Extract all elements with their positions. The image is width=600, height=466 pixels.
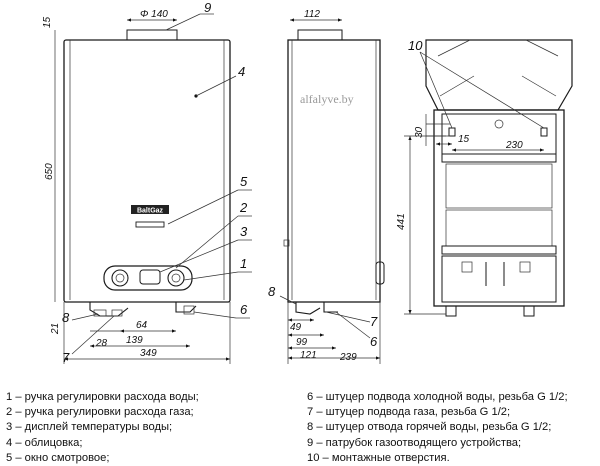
dim-front-width: 349 <box>140 348 157 359</box>
flue-pipe <box>126 29 178 41</box>
rear-view: 30 15 230 441 10 <box>396 38 573 317</box>
dim-side-depth: 239 <box>339 352 357 363</box>
callout-9: 9 <box>204 0 211 15</box>
dim-front-28: 28 <box>95 338 108 349</box>
side-callout-6: 6 <box>370 334 378 349</box>
legend-item-9: 9 – патрубок газоотводящего устройства; <box>307 436 522 449</box>
dim-front-139: 139 <box>126 335 143 346</box>
rear-top-frame <box>425 39 573 111</box>
brand-logo <box>131 205 169 214</box>
dim-rear-15: 15 <box>458 134 470 145</box>
callout-5: 5 <box>240 174 248 189</box>
dim-side-49: 49 <box>290 322 302 333</box>
dim-side-top: 112 <box>304 9 320 20</box>
side-fittings <box>295 302 338 315</box>
legend-item-2: 2 – ручка регулировки расхода газа; <box>6 406 194 419</box>
callout-2: 2 <box>239 200 248 215</box>
legend-item-10: 10 – монтажные отверстия. <box>307 451 450 464</box>
side-callout-8: 8 <box>268 284 276 299</box>
watermark: alfalyve.by <box>300 92 354 106</box>
dim-front-bottom: 21 <box>50 323 61 335</box>
side-casing <box>287 39 381 303</box>
rear-body <box>433 109 565 307</box>
callout-8: 8 <box>62 310 70 325</box>
sight-window <box>135 221 165 228</box>
dim-side-121: 121 <box>300 350 317 361</box>
dim-side-99: 99 <box>296 337 308 348</box>
technical-drawing: BaltGaz 650 15 21 Φ 140 28 64 139 349 9 <box>42 0 573 365</box>
legend-item-6: 6 – штуцер подвода холодной воды, резьба… <box>307 391 568 403</box>
legend-item-4: 4 – облицовка; <box>6 436 83 449</box>
side-flue <box>297 29 343 41</box>
side-view: 112 49 99 121 239 8 7 6 <box>268 9 385 364</box>
front-view: BaltGaz 650 15 21 Φ 140 28 64 139 349 9 <box>42 0 252 365</box>
legend-item-7: 7 – штуцер подвода газа, резьба G 1/2; <box>307 406 511 419</box>
water-knob <box>167 269 185 287</box>
legend-item-1: 1 – ручка регулировки расхода воды; <box>6 391 199 403</box>
callout-1: 1 <box>240 256 247 271</box>
legend-right: 6 – штуцер подвода холодной воды, резьба… <box>307 390 600 466</box>
dim-front-64: 64 <box>136 320 148 331</box>
callout-6: 6 <box>240 302 248 317</box>
legend-item-5: 5 – окно смотровое; <box>6 451 110 464</box>
dim-front-height: 650 <box>44 163 55 180</box>
callout-7: 7 <box>62 350 70 365</box>
mount-hole-right <box>540 127 548 137</box>
dim-rear-230: 230 <box>505 140 523 151</box>
callout-3: 3 <box>240 224 248 239</box>
temperature-display <box>139 269 161 285</box>
legend-item-3: 3 – дисплей температуры воды; <box>6 421 173 434</box>
dim-rear-height: 441 <box>396 213 407 230</box>
dim-flue-diameter: Φ 140 <box>140 9 168 20</box>
legend-left: 1 – ручка регулировки расхода воды; 2 – … <box>6 390 306 466</box>
dim-rear-30: 30 <box>414 126 425 138</box>
mount-hole-left <box>448 127 456 137</box>
control-panel <box>103 265 193 291</box>
rear-callout-10: 10 <box>408 38 423 53</box>
gas-knob <box>111 269 129 287</box>
legend-item-8: 8 – штуцер отвода горячей воды, резьба G… <box>307 421 552 434</box>
svg-text:BaltGaz: BaltGaz <box>137 208 164 215</box>
front-casing <box>63 39 231 303</box>
callout-4: 4 <box>238 64 245 79</box>
dim-front-top: 15 <box>42 16 53 28</box>
side-callout-7: 7 <box>370 314 378 329</box>
